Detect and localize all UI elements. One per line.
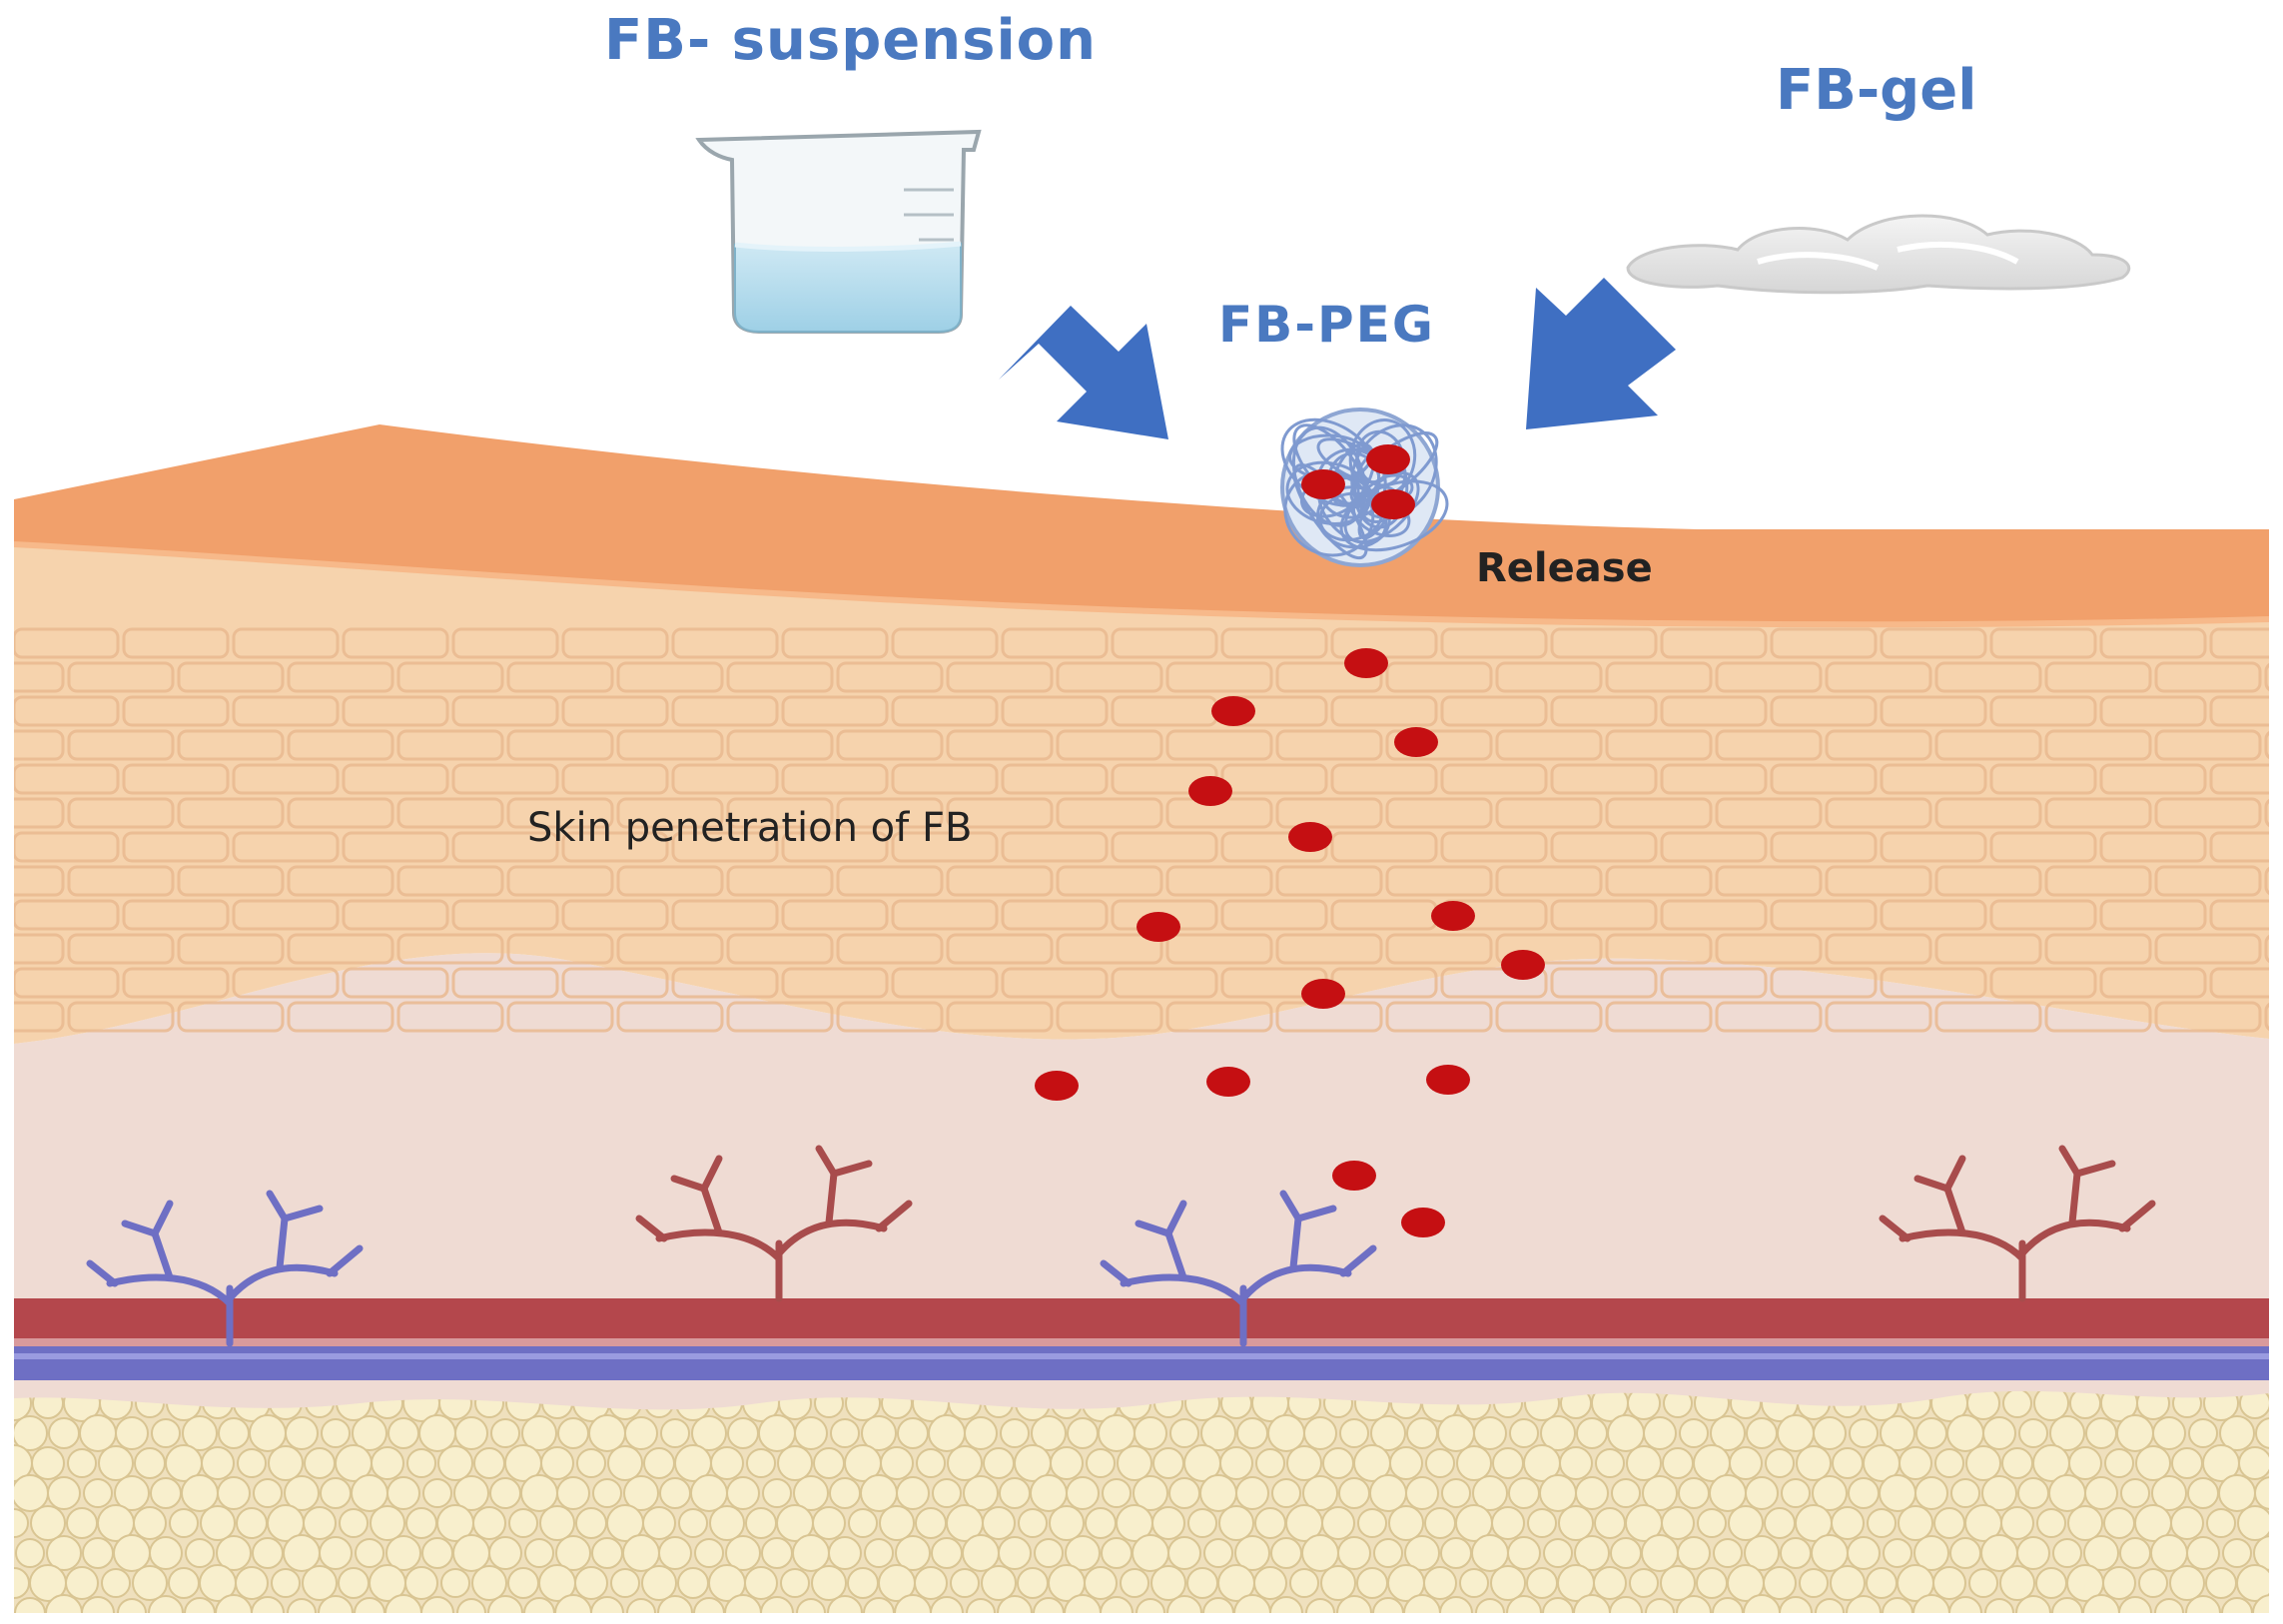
fat-cells xyxy=(14,1384,2269,1613)
release-label: Release xyxy=(1476,545,1653,591)
fb-suspension-label: FB- suspension xyxy=(604,8,1098,73)
drug-particle xyxy=(1301,979,1345,1009)
drug-particle xyxy=(1431,901,1475,931)
drug-particle xyxy=(1401,1208,1445,1237)
capillaries xyxy=(86,1145,2156,1347)
epidermis-layer xyxy=(14,499,2269,1044)
left-arrow xyxy=(999,306,1168,439)
drug-particle xyxy=(1394,727,1438,757)
stratum-corneum-layer xyxy=(14,424,2269,625)
drug-particle xyxy=(1301,469,1345,499)
fb-gel-label: FB-gel xyxy=(1776,58,1977,123)
drug-particle xyxy=(1288,822,1332,852)
drug-particles xyxy=(1035,444,1545,1237)
drug-particle xyxy=(1332,1161,1376,1191)
drug-particle xyxy=(1371,489,1415,519)
skin-penetration-label: Skin penetration of FB xyxy=(527,805,973,851)
drug-particle xyxy=(1211,696,1255,726)
drug-particle xyxy=(1501,950,1545,980)
drug-particle xyxy=(1206,1067,1250,1097)
fb-peg-label: FB-PEG xyxy=(1218,296,1435,354)
dermis-layer xyxy=(14,953,2269,1410)
gel-cloud-icon xyxy=(1626,214,2131,295)
drug-particle xyxy=(1188,776,1232,806)
beaker-icon xyxy=(695,129,982,334)
epidermis-cells xyxy=(14,627,2269,1033)
drug-particle xyxy=(1426,1065,1470,1095)
drug-particle xyxy=(1366,444,1410,474)
vein-vessel xyxy=(14,1346,2269,1380)
right-arrow xyxy=(1526,278,1676,429)
drug-particle xyxy=(1035,1071,1079,1101)
drug-particle xyxy=(1344,648,1388,678)
artery-vessel xyxy=(14,1298,2269,1338)
drug-particle xyxy=(1137,912,1180,942)
